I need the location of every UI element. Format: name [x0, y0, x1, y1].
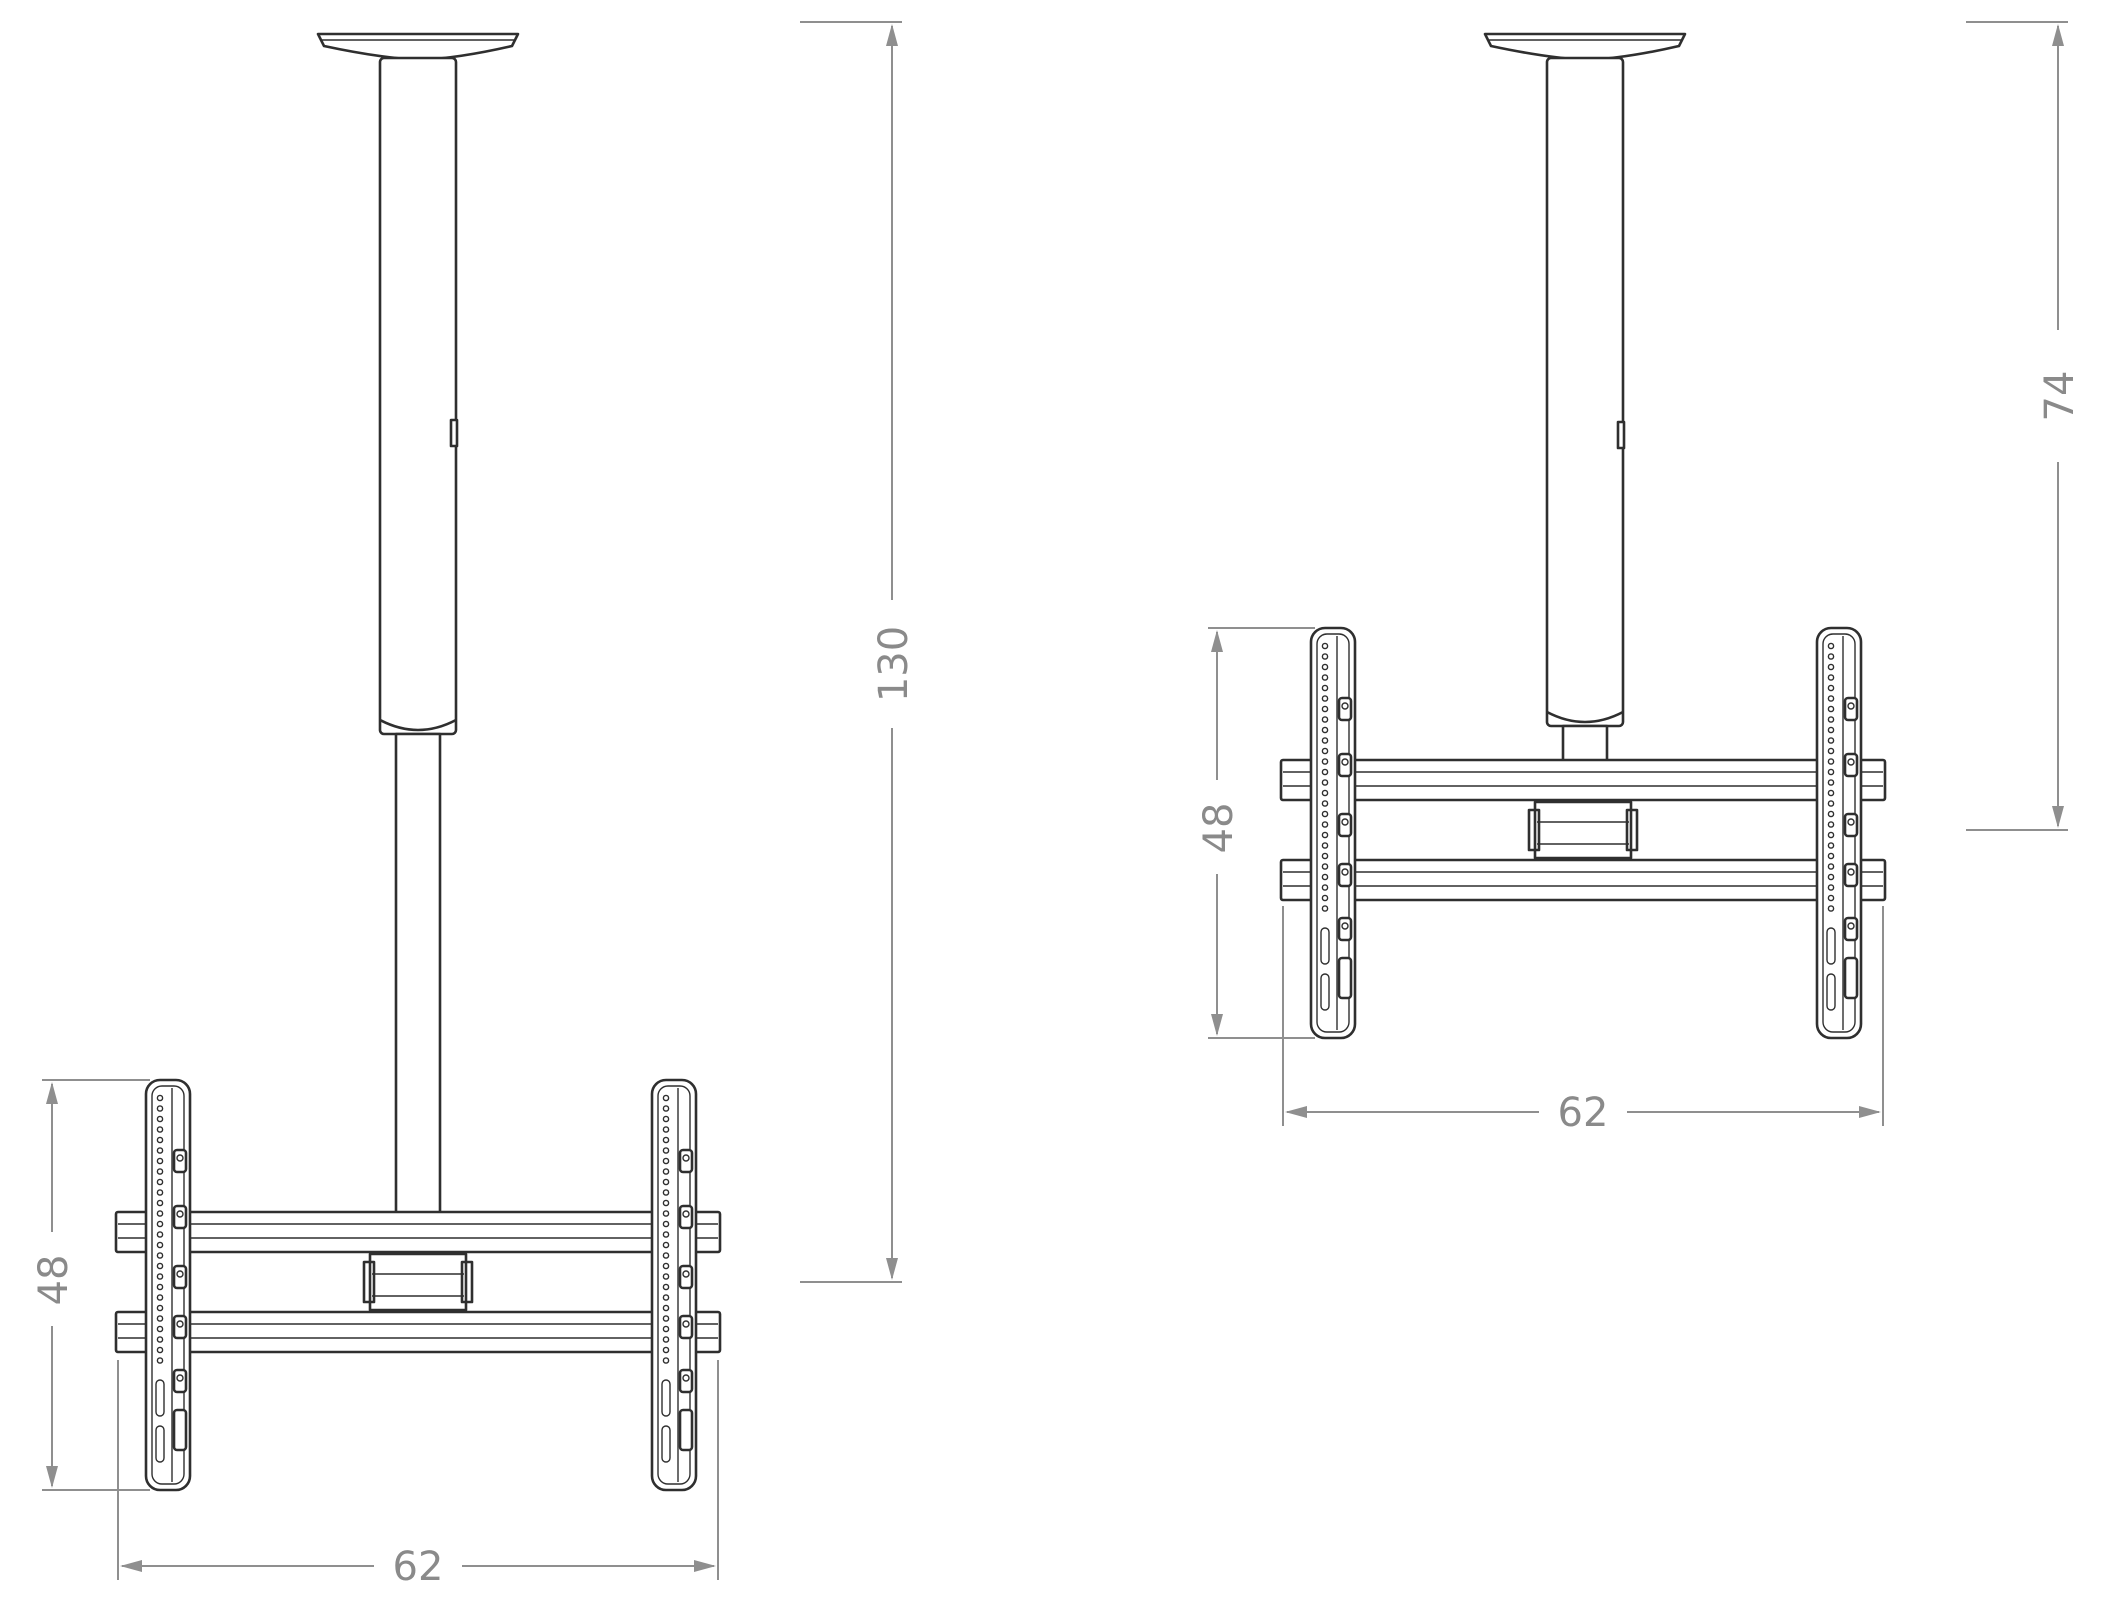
left-vertical-plate	[144, 1078, 192, 1492]
upper-tube	[378, 56, 458, 736]
bracket-height-label-2: 48	[1196, 803, 1242, 854]
inner-tube	[394, 732, 442, 1216]
total-height-label-2: 74	[2037, 371, 2083, 422]
bracket-width-label-2: 62	[1558, 1090, 1609, 1136]
ceiling-plate-2	[1483, 32, 1687, 62]
center-clamp-2	[1527, 800, 1639, 860]
right-vertical-plate-2	[1815, 626, 1863, 1040]
horizontal-rails	[114, 1210, 722, 1354]
dimensions-retracted: 74 48 62	[1196, 21, 2083, 1136]
right-vertical-plate	[650, 1078, 698, 1492]
dimensions-extended: 130 48 62	[31, 21, 917, 1590]
left-vertical-plate-2	[1309, 626, 1357, 1040]
inner-tube-2	[1561, 724, 1609, 764]
bracket-height-label: 48	[31, 1255, 77, 1306]
view-extended	[114, 32, 722, 1492]
ceiling-plate	[316, 32, 520, 62]
horizontal-rails-2	[1279, 758, 1887, 902]
center-clamp	[362, 1252, 474, 1312]
total-height-label: 130	[871, 626, 917, 702]
upper-tube-2	[1545, 56, 1625, 728]
bracket-width-label: 62	[393, 1544, 444, 1590]
view-retracted	[1279, 32, 1887, 1040]
